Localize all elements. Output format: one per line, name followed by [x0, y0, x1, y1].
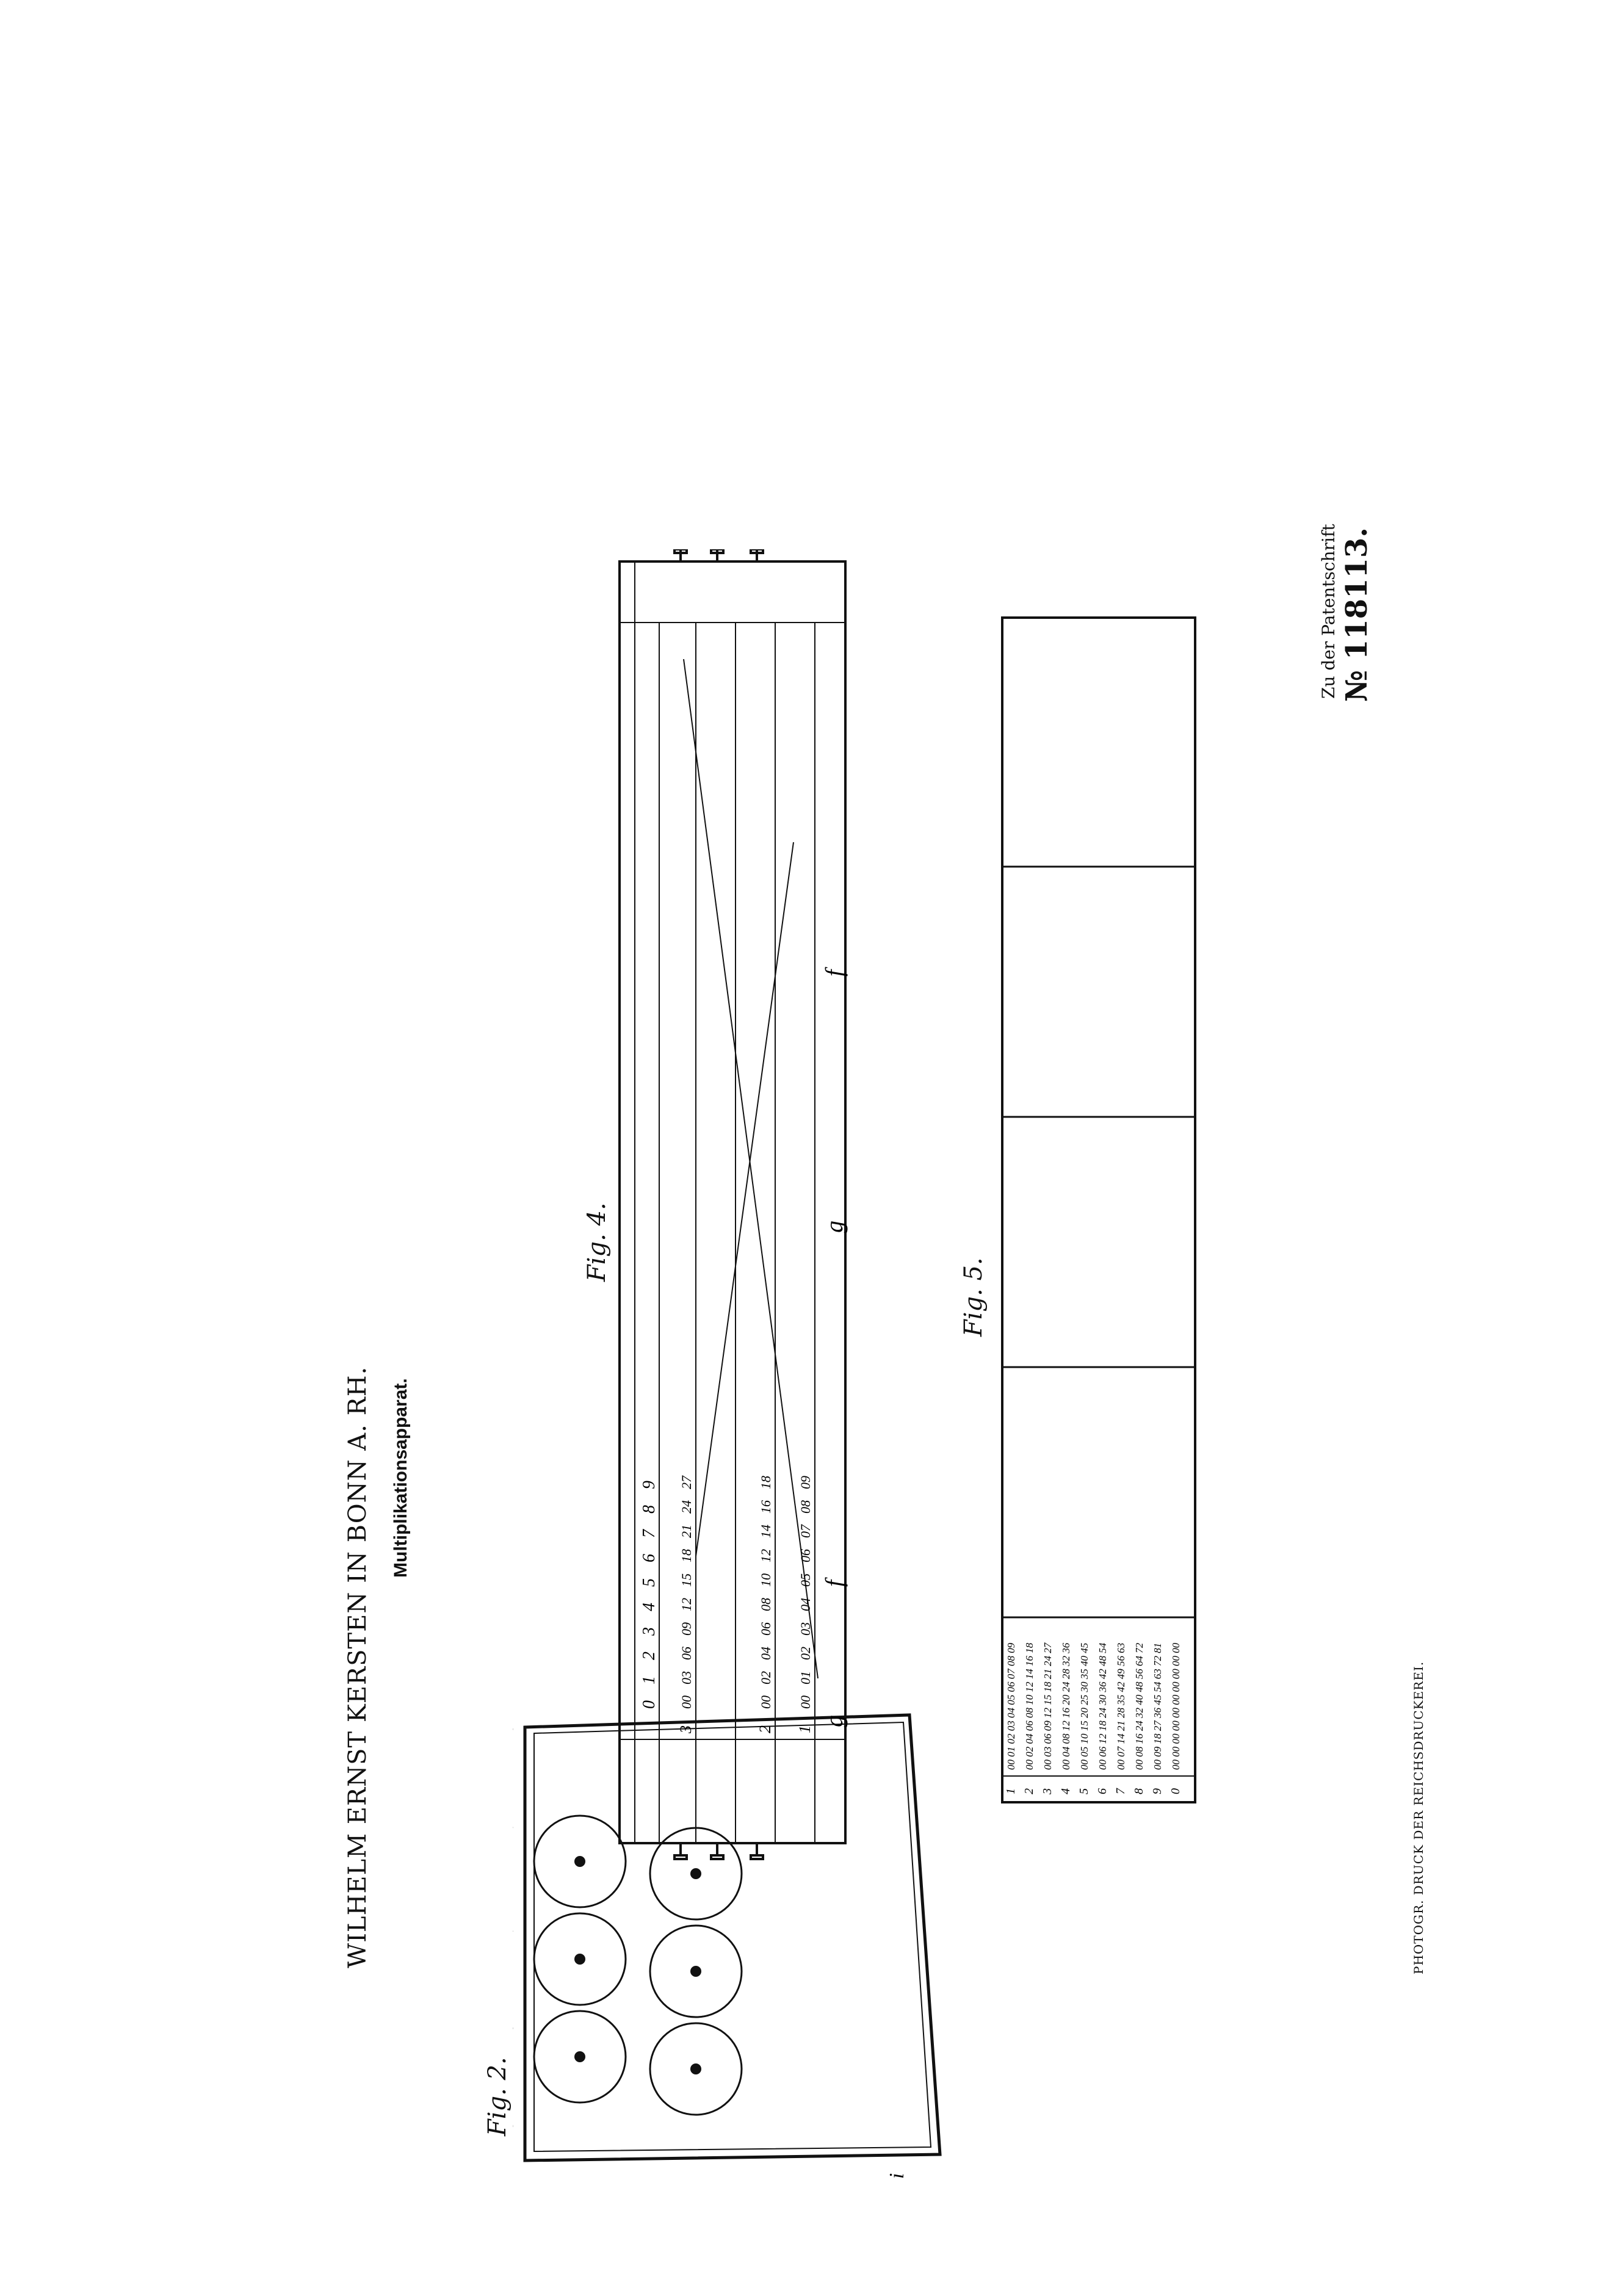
fig4-scale-digit-4: 4 — [640, 1603, 659, 1611]
fig4-row1-cell-2: 02 — [798, 1647, 813, 1660]
fig4-row2-cell-1: 02 — [758, 1671, 773, 1684]
fig5-factor-9: 9 — [1151, 1788, 1164, 1794]
fig5-factor-0: 0 — [1169, 1788, 1182, 1794]
fig4-row2-cell-9: 18 — [758, 1476, 773, 1489]
fig5-row-7: 00 07 14 21 28 35 42 49 56 63 — [1115, 1643, 1127, 1770]
fig4-callout-f2: f — [820, 967, 848, 977]
fig4-drawing: 0 1 2 3 4 5 6 7 8 9 3 2 1 00 03 06 09 12… — [618, 549, 848, 1860]
fig5-factor-4: 4 — [1059, 1788, 1072, 1794]
fig4-row2-cell-5: 10 — [758, 1573, 773, 1587]
fig5-row-4: 00 04 08 12 16 20 24 28 32 36 — [1060, 1642, 1072, 1770]
fig4-row3-cell-2: 06 — [679, 1647, 694, 1660]
fig2-callouts: c a a c b i — [513, 1724, 908, 2179]
fig4-row-factors: 3 2 1 — [677, 1725, 814, 1734]
fig4-scale-digit-3: 3 — [640, 1627, 659, 1636]
fig4-row3-cell-7: 21 — [679, 1525, 694, 1538]
fig4-scale-digit-1: 1 — [640, 1676, 659, 1684]
fig4-row3-cell-0: 00 — [679, 1695, 694, 1709]
inventor-line: WILHELM ERNST KERSTEN IN BONN A. RH. — [344, 1366, 372, 1968]
fig4-row3: 00 03 06 09 12 15 18 21 24 27 — [679, 1475, 694, 1709]
fig2-drawing: c a a c b i — [513, 1713, 942, 2179]
fig4-row2-cell-4: 08 — [758, 1598, 773, 1611]
fig5-row-factors: 1 2 3 4 5 6 7 8 9 0 — [1004, 1788, 1182, 1795]
fig4-row3-cell-9: 27 — [679, 1475, 694, 1489]
fig4-scale-digit-2: 2 — [640, 1652, 659, 1660]
fig4-factor-2: 2 — [756, 1725, 774, 1733]
fig2-callout-c2: c — [513, 2023, 518, 2032]
fig5-row-1: 00 01 02 03 04 05 06 07 08 09 — [1005, 1642, 1017, 1770]
fig2-callout-c1: c — [513, 1724, 518, 1733]
patent-caption: Zu der Patentschrift — [1318, 524, 1339, 699]
fig4-row3-cell-3: 09 — [679, 1622, 694, 1636]
fig4-row3-cell-4: 12 — [679, 1598, 694, 1611]
fig5-row-2: 00 02 04 06 08 10 12 14 16 18 — [1024, 1642, 1035, 1770]
fig5-factor-1: 1 — [1004, 1788, 1018, 1794]
patent-title: Multiplikationsapparat. — [391, 1378, 411, 1578]
fig4-row3-cell-8: 24 — [679, 1500, 694, 1514]
fig4-scale: 0 1 2 3 4 5 6 7 8 9 — [640, 1481, 659, 1709]
fig5-factor-5: 5 — [1077, 1788, 1091, 1794]
fig4-row2-cell-3: 06 — [758, 1622, 773, 1636]
fig4-callout-f1: f — [820, 1577, 848, 1587]
fig4-row1-cell-0: 00 — [798, 1695, 813, 1709]
fig5-row-0: 00 00 00 00 00 00 00 00 00 00 — [1170, 1642, 1182, 1770]
fig4-row3-cell-6: 18 — [679, 1549, 694, 1562]
fig2-callout-a2: a — [513, 1924, 518, 1935]
fig5-factor-3: 3 — [1041, 1788, 1054, 1795]
fig4-row1-cell-5: 05 — [798, 1573, 813, 1587]
fig4-row2-cell-8: 16 — [758, 1500, 773, 1514]
fig4-scale-digit-7: 7 — [640, 1529, 659, 1538]
fig4-row1-cell-3: 03 — [798, 1622, 813, 1636]
fig5-factor-2: 2 — [1022, 1788, 1036, 1794]
fig4-row1-cell-9: 09 — [798, 1476, 813, 1489]
fig2-callout-i: i — [886, 2173, 908, 2179]
fig5-label: Fig. 5. — [960, 1257, 988, 1337]
fig4-scale-digit-0: 0 — [640, 1700, 659, 1709]
fig4-knobs — [673, 549, 764, 1860]
fig4-row1-cell-7: 07 — [798, 1524, 813, 1538]
patent-number: № 118113. — [1340, 527, 1374, 702]
fig5-factor-8: 8 — [1132, 1788, 1146, 1794]
fig2-label: Fig. 2. — [483, 2057, 511, 2136]
fig4-factor-1: 1 — [796, 1725, 814, 1733]
fig4-scale-digit-9: 9 — [640, 1481, 659, 1489]
fig2-callout-a1: a — [513, 1821, 518, 1831]
fig4-row2-cell-7: 14 — [758, 1525, 773, 1538]
fig5-row-5: 00 05 10 15 20 25 30 35 40 45 — [1079, 1643, 1090, 1770]
fig4-row2-cell-2: 04 — [758, 1647, 773, 1660]
fig5-row-8: 00 08 16 24 32 40 48 56 64 72 — [1133, 1642, 1145, 1770]
fig4-row1: 00 01 02 03 04 05 06 07 08 09 — [798, 1476, 813, 1709]
fig4-callouts: f f g g — [820, 967, 848, 1727]
fig4-row3-cell-1: 03 — [679, 1671, 694, 1684]
fig4-row3-cell-5: 15 — [679, 1573, 694, 1587]
fig4-row1-cell-8: 08 — [798, 1500, 813, 1514]
fig5-factor-7: 7 — [1114, 1788, 1127, 1794]
fig4-scale-digit-5: 5 — [640, 1578, 659, 1587]
fig4-label: Fig. 4. — [583, 1202, 611, 1282]
fig5-row-3: 00 03 06 09 12 15 18 21 24 27 — [1042, 1642, 1054, 1770]
fig4-callout-g2: g — [820, 1221, 848, 1233]
fig4-row2: 00 02 04 06 08 10 12 14 16 18 — [758, 1476, 773, 1709]
fig2-rollers — [533, 1814, 743, 2116]
fig5-table: 1 2 3 4 5 6 7 8 9 0 00 01 02 03 04 05 06… — [1001, 616, 1196, 1803]
fig4-row1-cell-6: 06 — [798, 1549, 813, 1562]
fig4-row1-cell-4: 04 — [798, 1598, 813, 1611]
fig4-callout-g1: g — [820, 1715, 848, 1727]
fig4-scale-digit-8: 8 — [640, 1505, 659, 1514]
fig5-row-9: 00 09 18 27 36 45 54 63 72 81 — [1152, 1643, 1163, 1770]
fig5-row-6: 00 06 12 18 24 30 36 42 48 54 — [1097, 1642, 1108, 1770]
printer-line: PHOTOGR. DRUCK DER REICHSDRUCKEREI. — [1411, 1661, 1426, 1974]
fig4-scale-digit-6: 6 — [640, 1554, 659, 1562]
fig4-row2-cell-6: 12 — [758, 1549, 773, 1562]
fig2-callout-b: b — [513, 2120, 518, 2130]
fig5-rows: 00 01 02 03 04 05 06 07 08 09 00 02 04 0… — [1005, 1642, 1182, 1770]
fig4-row1-cell-1: 01 — [798, 1671, 813, 1684]
fig5-factor-6: 6 — [1096, 1788, 1109, 1794]
fig4-row2-cell-0: 00 — [758, 1695, 773, 1709]
fig4-factor-3: 3 — [677, 1725, 695, 1734]
